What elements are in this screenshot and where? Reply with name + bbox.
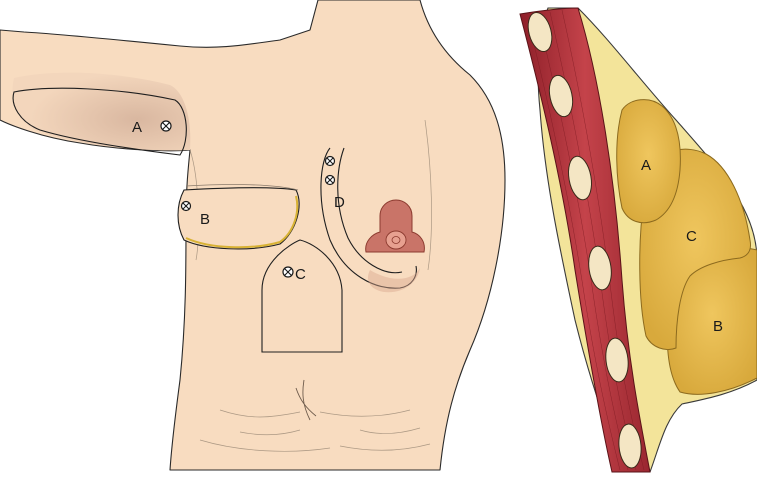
flap-b-outline (178, 188, 299, 249)
marker-d2-icon (326, 176, 335, 185)
marker-b-icon (182, 202, 191, 211)
section-label-c: C (686, 228, 697, 245)
marker-d1-icon (326, 157, 335, 166)
cross-section: A C B (520, 8, 757, 472)
marker-a-icon (161, 121, 171, 131)
front-label-a: A (132, 119, 142, 136)
section-label-a: A (641, 157, 651, 174)
front-label-b: B (200, 211, 210, 228)
front-view: A B C D (0, 0, 505, 470)
axilla-shadow (12, 73, 190, 151)
nipple-outer (386, 231, 406, 249)
front-label-c: C (295, 266, 306, 283)
front-label-d: D (334, 194, 345, 211)
section-label-b: B (713, 318, 723, 335)
marker-c-icon (283, 267, 293, 277)
